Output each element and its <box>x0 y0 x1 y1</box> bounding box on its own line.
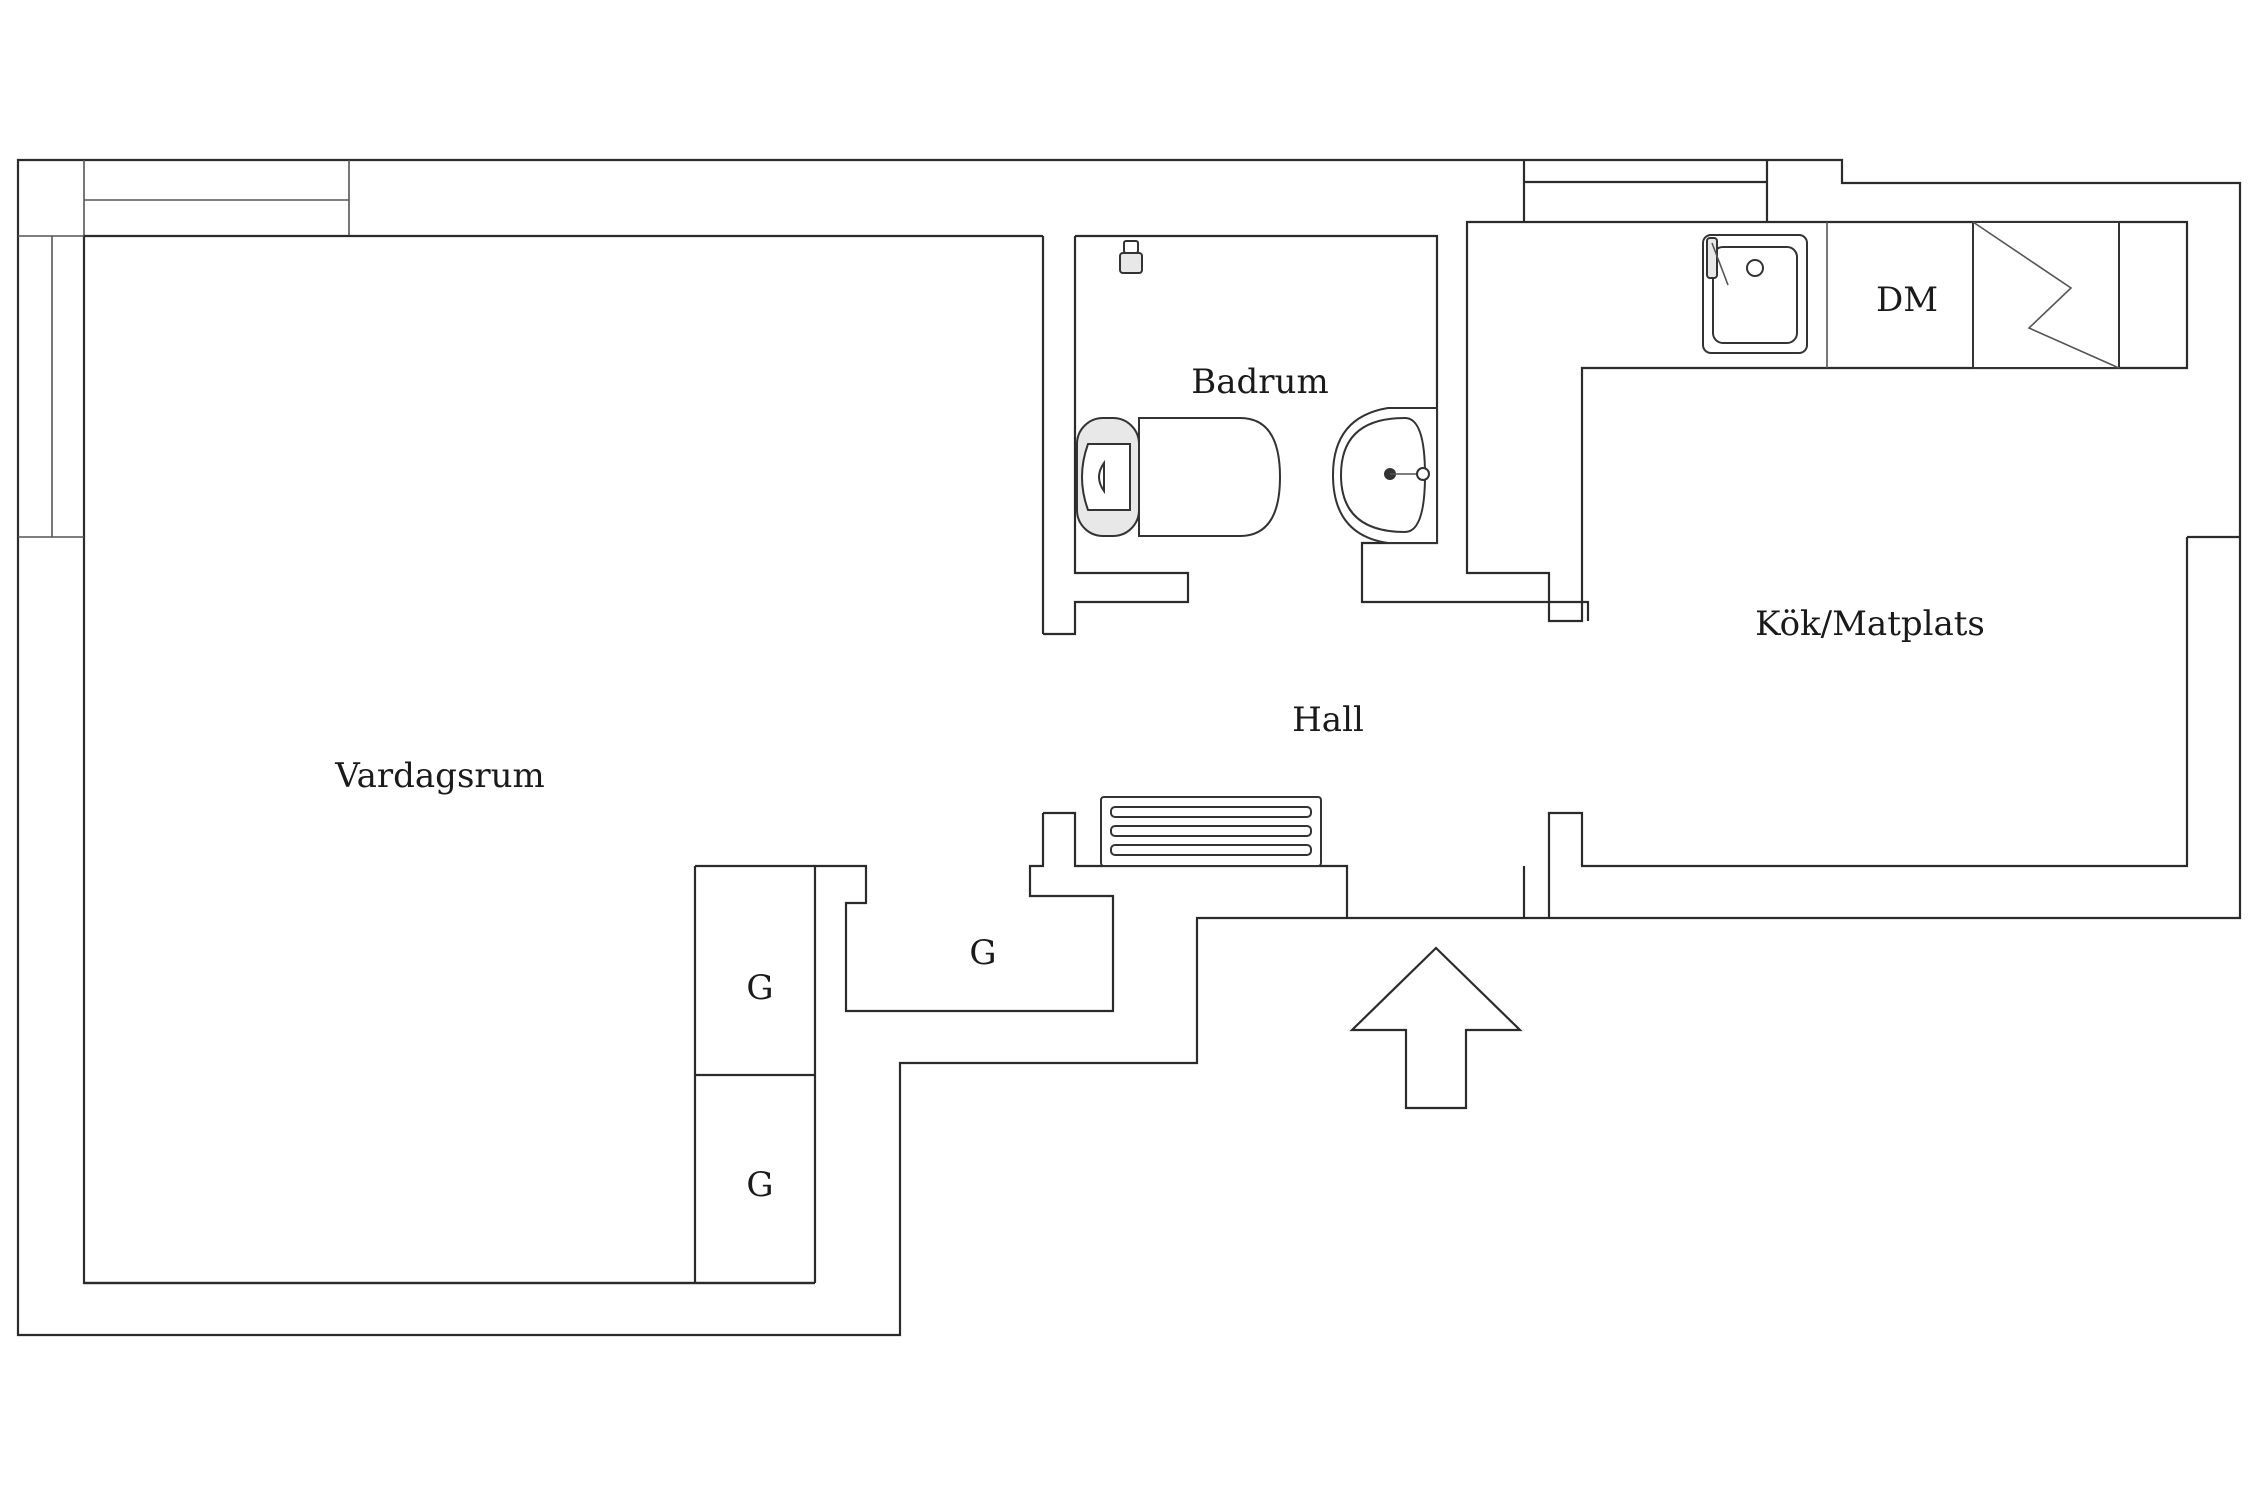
outer-wall-outline <box>16 158 2242 1337</box>
room-label-bathroom: Badrum <box>1191 362 1328 402</box>
room-label-kitchen: Kök/Matplats <box>1755 604 1985 644</box>
living-room-window-top <box>83 160 350 237</box>
living-room-walls <box>84 234 1045 1285</box>
room-label-closet-hall: G <box>969 933 996 973</box>
room-label-closet-upper: G <box>746 968 773 1008</box>
room-label-dishwasher: DM <box>1876 280 1938 320</box>
radiator <box>1100 796 1322 867</box>
entrance-arrow-icon <box>1349 946 1523 1110</box>
toilet <box>1076 417 1282 537</box>
shower-head <box>1119 240 1143 274</box>
washbasin <box>1331 407 1438 544</box>
outer-walls <box>16 158 2242 1337</box>
hall-walls <box>693 811 1526 1283</box>
bathroom-walls <box>1043 234 1590 636</box>
stove <box>1972 221 2120 369</box>
kitchen-walls <box>1465 160 2240 918</box>
room-label-living-room: Vardagsrum <box>334 756 545 796</box>
kitchen-sink <box>1702 234 1808 354</box>
living-room-window-left <box>18 235 84 538</box>
room-label-hall: Hall <box>1292 700 1364 740</box>
room-label-closet-lower: G <box>746 1165 773 1205</box>
